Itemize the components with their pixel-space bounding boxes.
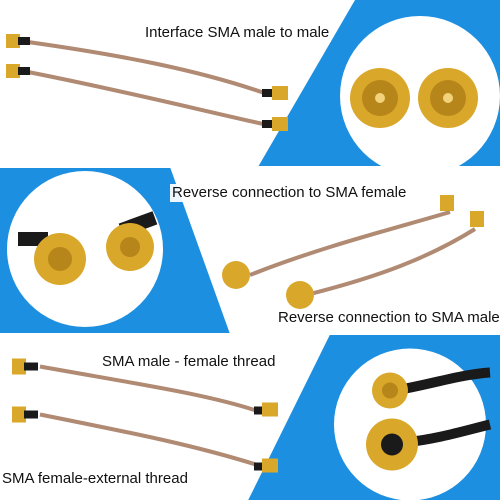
panel-divider	[0, 166, 500, 168]
panel-male-female-thread: SMA male - female thread SMA female-exte…	[0, 334, 500, 500]
caption-label: Reverse connection to SMA female	[170, 184, 409, 202]
caption-label: Interface SMA male to male	[143, 24, 332, 42]
panel-graphic	[6, 0, 500, 167]
sma-male-connector-icon	[6, 34, 30, 78]
panel-male-to-male: Interface SMA male to male	[0, 0, 500, 167]
panel-graphic	[0, 167, 484, 334]
panel-reverse-female: Reverse connection to SMA female Reverse…	[0, 167, 500, 334]
caption-label: SMA male - female thread	[100, 353, 278, 371]
caption-label-bottom: SMA female-external thread	[0, 470, 190, 488]
caption-label-bottom: Reverse connection to SMA male	[276, 309, 500, 327]
panel-graphic	[12, 334, 500, 500]
panel-divider	[0, 333, 500, 335]
sma-female-connector-icon	[222, 195, 484, 309]
